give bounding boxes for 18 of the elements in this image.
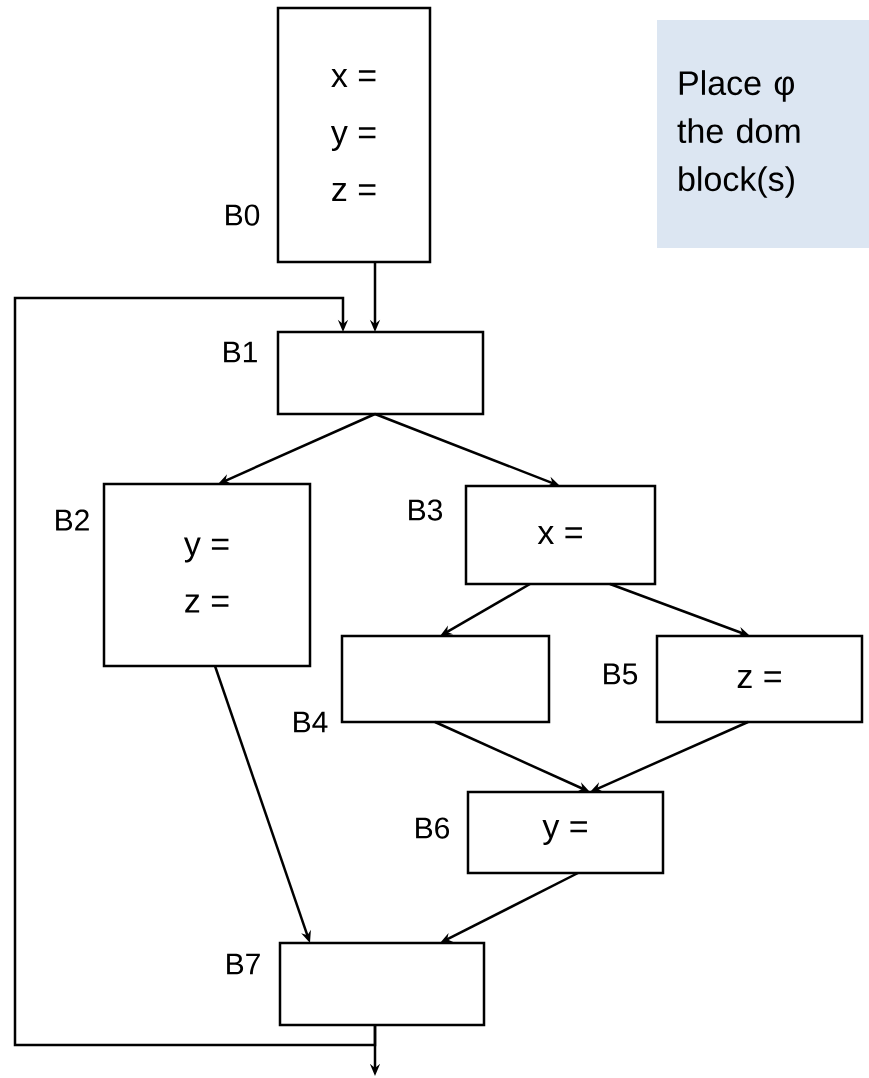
block-label: B4 <box>294 711 328 733</box>
block-label: B7 <box>227 953 260 975</box>
arrow <box>13 296 377 1047</box>
block-label: B2 <box>56 509 89 531</box>
block-box: x = y = z = <box>276 6 432 264</box>
block-label: B6 <box>416 817 450 839</box>
block-label: B3 <box>409 499 443 521</box>
block-box: y = <box>466 790 665 875</box>
block-label: B5 <box>604 663 638 685</box>
note-box: Place φ the dom block(s) <box>657 20 869 248</box>
block-label: B0 <box>226 204 260 226</box>
block-box <box>278 941 486 1027</box>
block-box: z = <box>655 634 864 724</box>
block-box: y = z = <box>102 482 312 668</box>
block-box: x = <box>464 484 657 586</box>
block-box <box>276 330 485 416</box>
block-box <box>340 634 551 724</box>
block-label: B1 <box>224 341 257 363</box>
